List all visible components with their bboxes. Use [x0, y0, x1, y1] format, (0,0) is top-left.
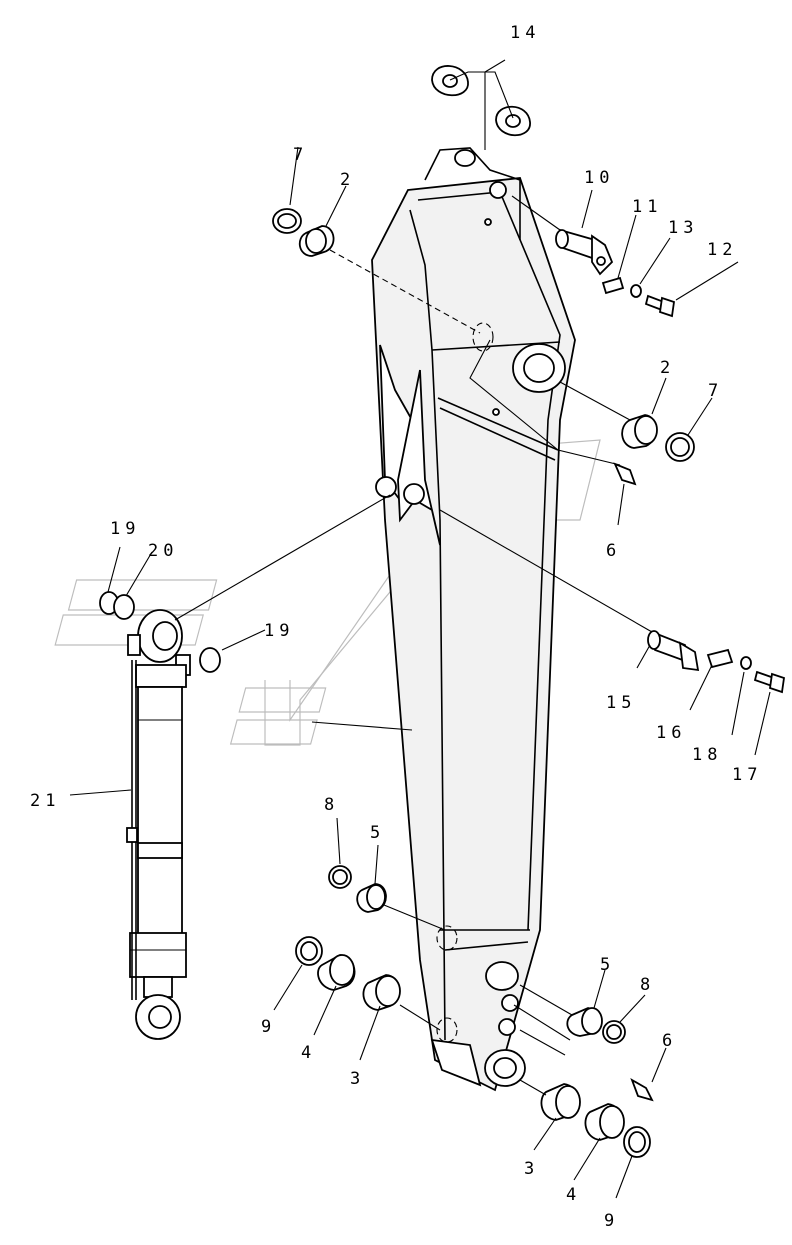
- callout-7-right: 7: [708, 381, 723, 401]
- callout-18: 18: [692, 745, 722, 765]
- part-7-seal-right: [665, 432, 695, 462]
- callout-3-left: 3: [350, 1069, 365, 1089]
- callout-4-left: 4: [301, 1043, 316, 1063]
- callout-7-upper: 7: [293, 145, 308, 165]
- boom-body: [371, 147, 576, 1092]
- callout-19-lower: 19: [264, 621, 294, 641]
- part-11-plate: [601, 276, 625, 295]
- part-4-bushing-lower-left: [317, 954, 356, 991]
- leader-lines: [69, 59, 771, 1199]
- callout-5-left: 5: [370, 823, 385, 843]
- callout-15: 15: [606, 693, 636, 713]
- part-5-bushing-lower-right: [566, 1007, 603, 1037]
- boom-cylinder: [126, 609, 191, 1040]
- callout-5-right: 5: [600, 955, 615, 975]
- part-5-bushing-lower-left: [356, 883, 387, 913]
- part-17-bolt: [753, 670, 785, 694]
- part-7-seal-upper: [272, 208, 302, 234]
- part-16-plate: [706, 648, 734, 669]
- part-9-seal-lower-right: [623, 1126, 651, 1158]
- callout-14: 14: [510, 23, 540, 43]
- part-9-seal-lower-left: [295, 936, 323, 966]
- callout-9-left: 9: [261, 1017, 276, 1037]
- part-3-bushing-lower-right: [540, 1083, 581, 1121]
- callout-8-right: 8: [640, 975, 655, 995]
- part-19-20-shims-cylinder: [99, 591, 221, 673]
- part-3-bushing-lower-left: [362, 974, 401, 1011]
- part-2-bushing-upper-left: [298, 225, 335, 257]
- callout-8-left: 8: [324, 795, 339, 815]
- part-8-seal-lower-right: [602, 1020, 626, 1044]
- part-8-seal-lower-left: [328, 865, 352, 889]
- callout-13: 13: [668, 218, 698, 238]
- callout-4-right: 4: [566, 1185, 581, 1205]
- callout-10: 10: [584, 168, 614, 188]
- callout-9-right: 9: [604, 1211, 619, 1231]
- part-13-washer: [630, 284, 642, 298]
- callout-12: 12: [707, 240, 737, 260]
- callout-6-upper: 6: [606, 541, 621, 561]
- part-12-bolt: [644, 294, 675, 318]
- part-15-pin: [647, 630, 700, 672]
- callout-6-lower: 6: [662, 1031, 677, 1051]
- part-6-grease-fitting-upper: [613, 462, 637, 486]
- callout-2-upper-left: 2: [340, 170, 355, 190]
- callout-3-right: 3: [524, 1159, 539, 1179]
- callout-19-upper: 19: [110, 519, 140, 539]
- part-10-pin: [555, 228, 614, 276]
- callout-20: 20: [148, 541, 178, 561]
- part-6-grease-fitting-lower: [630, 1077, 654, 1102]
- callout-16: 16: [656, 723, 686, 743]
- part-18-washer: [740, 656, 752, 670]
- part-4-bushing-lower-right: [584, 1103, 625, 1141]
- callout-21: 21: [30, 791, 60, 811]
- callout-11: 11: [632, 197, 662, 217]
- callout-2-upper-right: 2: [660, 358, 675, 378]
- part-14-shims: [431, 65, 531, 137]
- callout-labels: 14 7 2 10 11 13 12 2 7 6 19 20 19 15 16 …: [30, 23, 762, 1231]
- callout-17: 17: [732, 765, 762, 785]
- part-2-bushing-upper-right: [621, 414, 658, 449]
